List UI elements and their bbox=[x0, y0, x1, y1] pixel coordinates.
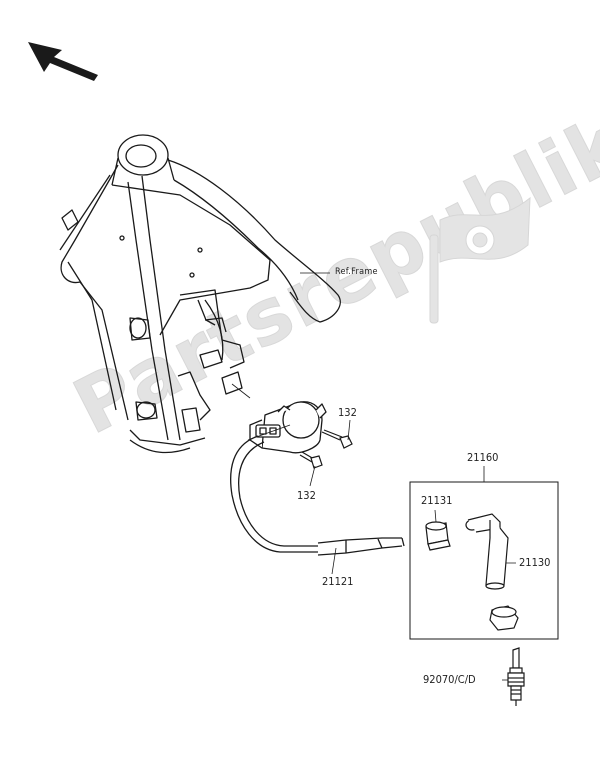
cap-assembly-box bbox=[409, 466, 559, 640]
label-cap-assembly: 21160 bbox=[467, 451, 499, 464]
bolt-upper bbox=[321, 429, 353, 449]
label-ref-frame: Ref.Frame bbox=[335, 267, 378, 277]
gear-flag-icon bbox=[429, 196, 531, 324]
spark-plug bbox=[507, 647, 525, 706]
terminal-nut bbox=[425, 509, 451, 551]
plug-cap bbox=[465, 513, 519, 631]
label-terminal-nut: 21131 bbox=[421, 494, 453, 507]
frame bbox=[59, 134, 341, 454]
label-lead-wire: 21121 bbox=[322, 575, 354, 588]
leader-lines bbox=[231, 272, 516, 681]
bolt-lower bbox=[299, 451, 323, 469]
ignition-coil bbox=[249, 401, 327, 454]
label-plug-cap: 21130 bbox=[519, 556, 551, 569]
label-bolt-upper: 132 bbox=[338, 406, 357, 419]
label-bolt-lower: 132 bbox=[297, 489, 316, 502]
ht-lead-wire bbox=[230, 435, 405, 556]
arrow-up-left-icon bbox=[28, 42, 98, 81]
label-spark-plug: 92070/C/D bbox=[423, 673, 476, 686]
